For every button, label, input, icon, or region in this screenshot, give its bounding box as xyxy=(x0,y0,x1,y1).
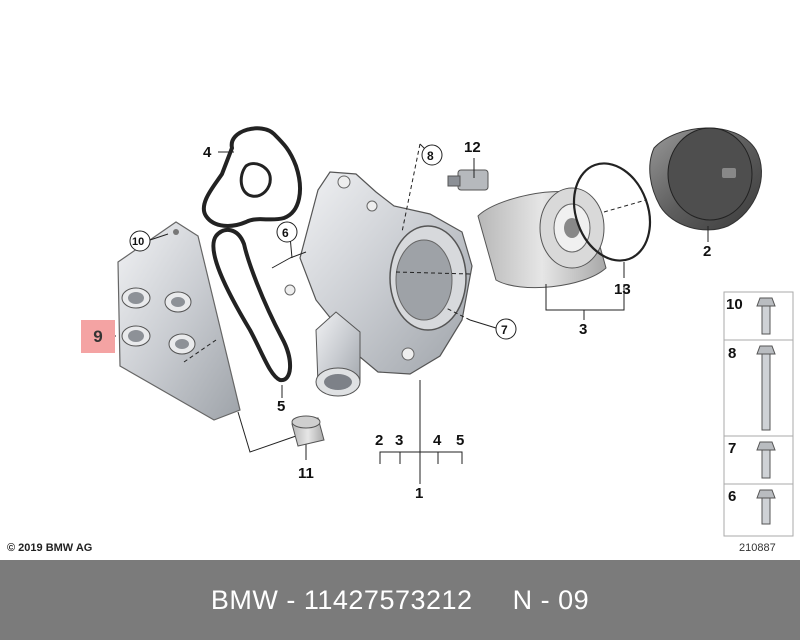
footer-part-number: 11427573212 xyxy=(303,584,473,615)
oil-filter-element xyxy=(477,187,607,289)
diagram-id: 210887 xyxy=(739,542,776,554)
panel-label-10: 10 xyxy=(726,296,743,313)
bolt-panel: 10 8 7 6 xyxy=(723,291,794,537)
leader-lines xyxy=(98,143,709,484)
oil-pressure-sensor xyxy=(447,169,489,191)
callout-11: 11 xyxy=(298,465,314,482)
part-number-footer: BMW - 11427573212 N - 09 xyxy=(0,560,800,640)
oil-filter-housing xyxy=(284,171,473,397)
callout-7: 7 xyxy=(501,323,508,337)
bolt-10 xyxy=(756,297,776,335)
callout-1: 1 xyxy=(415,485,423,502)
heat-exchanger-part xyxy=(117,221,241,421)
panel-label-7: 7 xyxy=(728,440,736,457)
callout-5: 5 xyxy=(277,398,285,415)
parts-diagram: 4 12 8 6 10 7 5 11 2 3 4 5 1 13 3 2 10 8… xyxy=(98,126,794,537)
callout-9: 9 xyxy=(93,326,103,346)
gasket-4 xyxy=(202,126,302,228)
copyright-text: © 2019 BMW AG xyxy=(7,542,93,554)
callout-6: 6 xyxy=(282,226,289,240)
footer-separator: - xyxy=(278,584,304,615)
bolt-7 xyxy=(756,441,776,479)
footer-gap xyxy=(473,585,513,616)
callout-group-3: 3 xyxy=(395,432,403,449)
callout-6-circle xyxy=(276,221,298,243)
bolt-8 xyxy=(756,345,776,431)
bolt-6 xyxy=(756,489,776,525)
callout-4: 4 xyxy=(203,144,212,161)
footer-code: N - 09 xyxy=(512,584,590,615)
callout-group-4: 4 xyxy=(433,432,442,449)
panel-label-6: 6 xyxy=(728,488,736,505)
highlighted-part-9[interactable]: 9 xyxy=(81,320,115,353)
callout-7-circle xyxy=(495,318,517,340)
gasket-5 xyxy=(211,227,292,382)
callout-13: 13 xyxy=(614,281,631,298)
callout-12: 12 xyxy=(464,139,481,156)
spacer-sleeve-11 xyxy=(291,415,325,447)
footer-brand: BMW xyxy=(210,584,279,615)
callout-8: 8 xyxy=(427,149,434,163)
filter-cap xyxy=(649,127,762,231)
callout-8-circle xyxy=(421,144,443,166)
panel-label-8: 8 xyxy=(728,345,736,362)
callout-group-5: 5 xyxy=(456,432,464,449)
callout-3: 3 xyxy=(579,321,587,338)
callout-group-2: 2 xyxy=(375,432,383,449)
callout-10-circle xyxy=(129,230,151,252)
callout-2: 2 xyxy=(703,243,711,260)
callout-10: 10 xyxy=(132,236,144,248)
